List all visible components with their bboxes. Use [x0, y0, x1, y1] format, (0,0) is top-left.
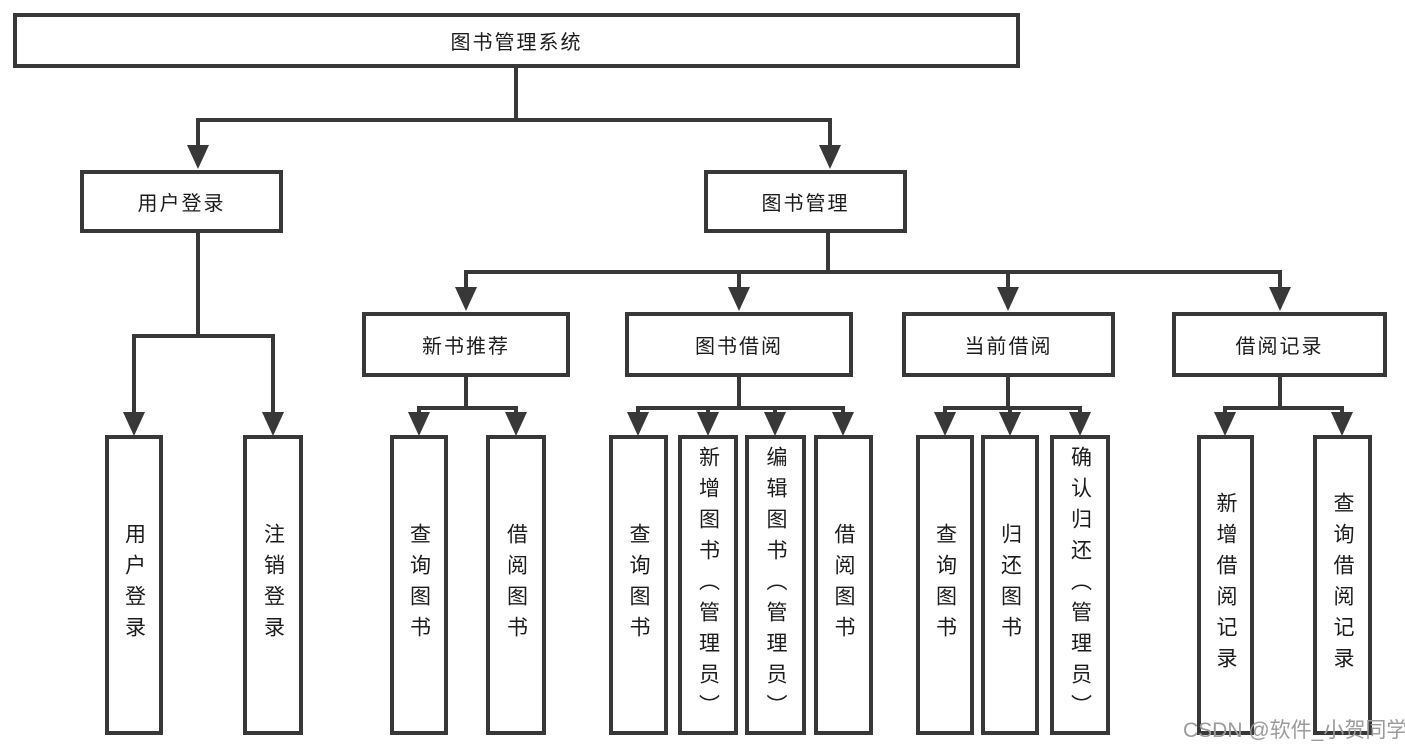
arrow-down-icon: [728, 287, 750, 311]
node-label: 新增图书（管理员）: [696, 445, 720, 725]
node-root: 图书管理系统: [13, 13, 1020, 68]
node-leaf-borrow-book-1: 借阅图书: [486, 435, 546, 735]
node-label: 借阅图书: [832, 523, 855, 647]
arrow-down-icon: [408, 412, 430, 436]
connector-vline: [706, 406, 710, 416]
connector-vline: [196, 233, 200, 338]
node-label: 借阅图书: [504, 523, 528, 647]
connector-vline: [636, 406, 640, 416]
node-leaf-search-book-1: 查询图书: [390, 435, 448, 735]
connector-vline: [826, 233, 830, 274]
connector-vline: [841, 406, 845, 416]
connector-hline: [464, 270, 1282, 274]
connector-vline: [196, 118, 200, 148]
connector-vline: [1340, 406, 1344, 416]
arrow-down-icon: [999, 412, 1021, 436]
node-label: 新增借阅记录: [1214, 492, 1237, 678]
node-label: 查询图书: [407, 523, 431, 647]
arrow-down-icon: [997, 287, 1019, 311]
connector-vline: [464, 270, 468, 292]
connector-vline: [1278, 377, 1282, 410]
arrow-down-icon: [262, 412, 284, 436]
arrow-down-icon: [1214, 412, 1236, 436]
arrow-down-icon: [934, 412, 956, 436]
node-leaf-borrow-book-2: 借阅图书: [814, 435, 873, 735]
node-new-book-recommend: 新书推荐: [362, 312, 570, 377]
connector-vline: [1006, 270, 1010, 292]
node-label: 借阅记录: [1235, 336, 1324, 358]
node-label: 查询图书: [627, 523, 650, 647]
node-label: 图书管理: [761, 193, 850, 215]
node-label: 当前借阅: [964, 336, 1053, 358]
arrow-down-icon: [1069, 412, 1091, 436]
connector-vline: [271, 334, 275, 416]
node-label: 查询图书: [933, 523, 957, 647]
connector-vline: [828, 118, 832, 148]
connector-vline: [1006, 377, 1010, 410]
node-label: 查询借阅记录: [1331, 492, 1354, 678]
node-current-borrow: 当前借阅: [902, 312, 1115, 377]
node-label: 用户登录: [122, 523, 146, 647]
node-leaf-return-book: 归还图书: [981, 435, 1039, 735]
node-label: 编辑图书（管理员）: [764, 445, 787, 725]
arrow-down-icon: [455, 287, 477, 311]
arrow-down-icon: [1331, 412, 1353, 436]
arrow-down-icon: [187, 145, 209, 169]
node-leaf-confirm-return-admin: 确认归还（管理员）: [1050, 435, 1110, 735]
node-leaf-user-login: 用户登录: [105, 435, 163, 735]
connector-vline: [132, 334, 136, 416]
arrow-down-icon: [1269, 287, 1291, 311]
connector-hline: [132, 334, 275, 338]
connector-hline: [943, 406, 1082, 410]
connector-vline: [737, 377, 741, 410]
connector-vline: [514, 406, 518, 416]
node-label: 新书推荐: [422, 336, 510, 358]
node-book-management: 图书管理: [704, 170, 907, 233]
node-user-login: 用户登录: [80, 170, 283, 233]
node-label: 归还图书: [998, 523, 1022, 647]
connector-vline: [1278, 270, 1282, 292]
node-borrow-record: 借阅记录: [1172, 312, 1387, 377]
node-leaf-search-book-2: 查询图书: [609, 435, 668, 735]
node-leaf-add-book-admin: 新增图书（管理员）: [678, 435, 738, 735]
connector-hline: [417, 406, 518, 410]
connector-vline: [1008, 406, 1012, 416]
connector-vline: [1223, 406, 1227, 416]
arrow-down-icon: [505, 412, 527, 436]
node-label: 用户登录: [137, 193, 226, 215]
connector-vline: [943, 406, 947, 416]
node-label: 确认归还（管理员）: [1068, 445, 1092, 725]
node-leaf-add-borrow-record: 新增借阅记录: [1197, 435, 1254, 735]
node-leaf-logout: 注销登录: [243, 435, 303, 735]
arrow-down-icon: [627, 412, 649, 436]
connector-vline: [464, 377, 468, 410]
connector-vline: [417, 406, 421, 416]
node-label: 图书借阅: [695, 336, 783, 358]
arrow-down-icon: [123, 412, 145, 436]
connector-vline: [1078, 406, 1082, 416]
arrow-down-icon: [832, 412, 854, 436]
arrow-down-icon: [697, 412, 719, 436]
arrow-down-icon: [819, 145, 841, 169]
node-leaf-search-book-3: 查询图书: [916, 435, 974, 735]
csdn-watermark: CSDN @软件_小贺同学: [1183, 719, 1405, 742]
connector-vline: [737, 270, 741, 292]
connector-vline: [773, 406, 777, 416]
connector-vline: [514, 68, 518, 122]
node-label: 图书管理系统: [450, 32, 583, 54]
node-label: 注销登录: [261, 523, 285, 647]
node-leaf-search-borrow-record: 查询借阅记录: [1313, 435, 1372, 735]
arrow-down-icon: [764, 412, 786, 436]
connector-hline: [1223, 406, 1344, 410]
node-book-borrow: 图书借阅: [625, 312, 853, 377]
connector-hline: [196, 118, 832, 122]
node-leaf-edit-book-admin: 编辑图书（管理员）: [745, 435, 806, 735]
connector-hline: [636, 406, 845, 410]
